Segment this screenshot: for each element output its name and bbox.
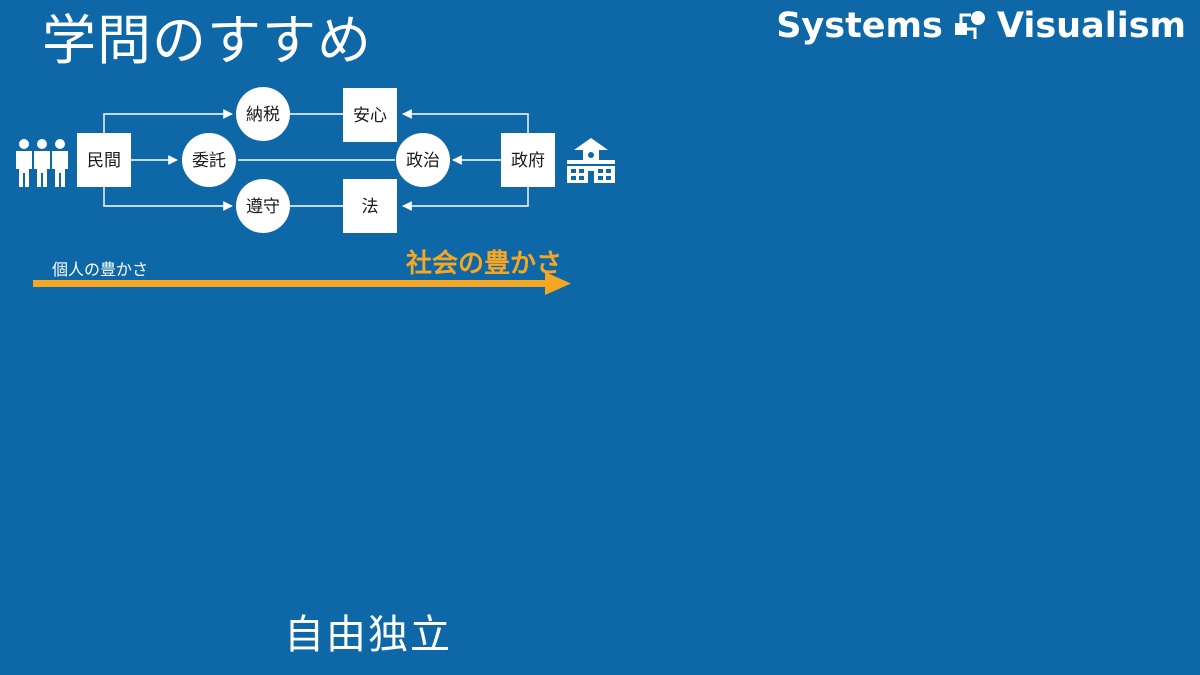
node-nouzei-label: 納税 (246, 105, 280, 125)
node-seiji: 政治 (396, 133, 450, 187)
brand-right-word: Visualism (996, 6, 1186, 46)
node-itaku: 委託 (182, 133, 236, 187)
page-title: 学問のすすめ (42, 9, 372, 72)
node-anshin-label: 安心 (353, 106, 387, 126)
node-anshin: 安心 (343, 88, 397, 142)
systems-visualism-logo-icon (954, 11, 985, 39)
brand-left-word: Systems (776, 6, 943, 46)
progress-arrow (33, 272, 571, 295)
node-junshu-label: 遵守 (246, 197, 280, 217)
footer-keyword: 自由独立 (284, 612, 452, 658)
node-seiji-label: 政治 (406, 151, 440, 171)
node-itaku-label: 委託 (192, 151, 226, 171)
people-icon (16, 139, 68, 187)
caption-society: 社会の豊かさ (406, 249, 563, 279)
connector-lines (103, 109, 529, 211)
node-minkan-label: 民間 (87, 151, 121, 171)
node-hou: 法 (343, 179, 397, 233)
node-minkan: 民間 (77, 133, 131, 187)
node-hou-label: 法 (362, 197, 379, 217)
node-junshu: 遵守 (236, 179, 290, 233)
node-nouzei: 納税 (236, 87, 290, 141)
government-building-icon (567, 138, 615, 183)
node-seifu: 政府 (501, 133, 555, 187)
caption-individual: 個人の豊かさ (52, 260, 149, 279)
brand-logo: Systems Visualism (776, 6, 1186, 46)
node-seifu-label: 政府 (511, 151, 545, 171)
